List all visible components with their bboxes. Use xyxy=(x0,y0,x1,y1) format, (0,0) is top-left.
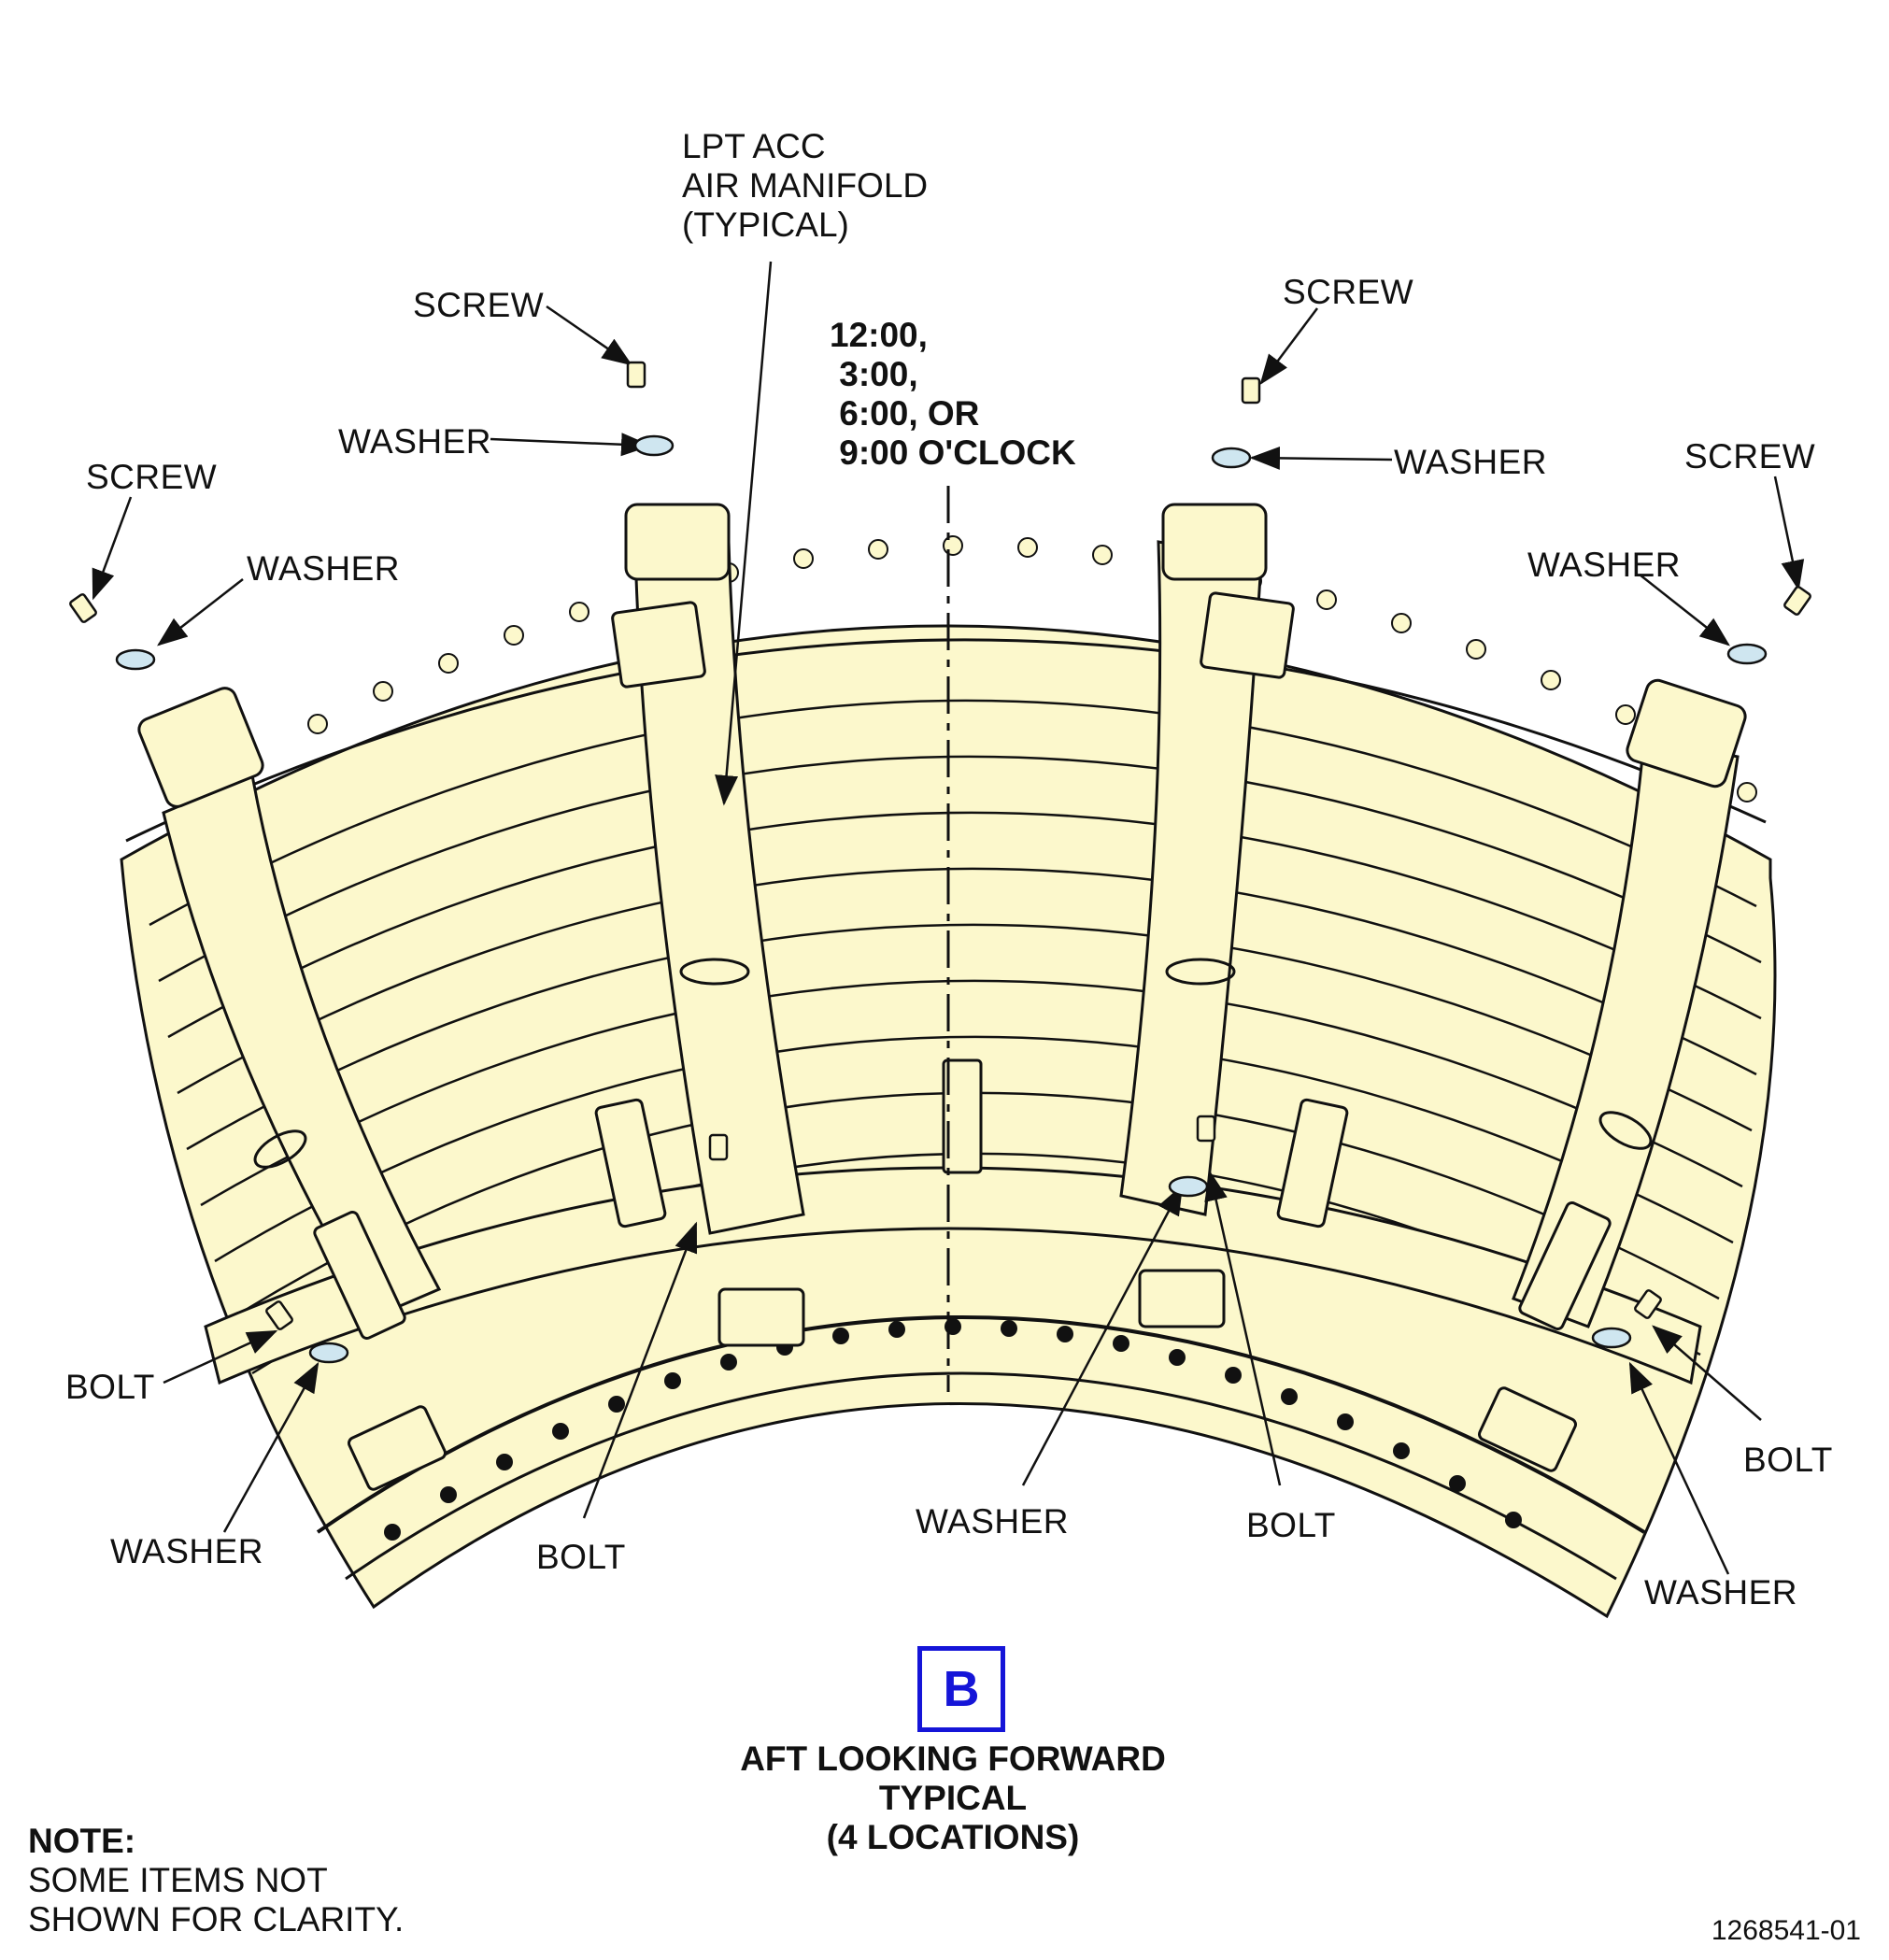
view-letter-badge: B xyxy=(917,1646,1005,1732)
note-body: SOME ITEMS NOT SHOWN FOR CLARITY. xyxy=(28,1861,405,1939)
manifold-tube-1 xyxy=(162,773,442,1319)
washer-label-3: WASHER xyxy=(1394,443,1548,481)
figure-id: 1268541-01 xyxy=(1711,1915,1861,1946)
manifold-tube-2 xyxy=(633,540,805,1235)
washer-label-7: WASHER xyxy=(1644,1573,1798,1612)
aft-flange xyxy=(316,1315,1646,1534)
top-flange xyxy=(125,638,1767,843)
screw-label-3: SCREW xyxy=(1283,273,1414,311)
orientation-label: 12:00, 3:00, 6:00, OR 9:00 O'CLOCK xyxy=(830,316,1076,472)
bolt-label-1: BOLT xyxy=(65,1368,155,1406)
washers xyxy=(115,434,1768,1364)
washer-label-4: WASHER xyxy=(1527,546,1682,584)
manifold-label: LPT ACC AIR MANIFOLD (TYPICAL) xyxy=(682,127,929,244)
tube-top-fittings xyxy=(137,503,1747,808)
lower-manifold-band xyxy=(204,1166,1702,1385)
leader-lines xyxy=(92,261,1805,1575)
aft-bolt-ring xyxy=(384,1318,1522,1541)
washer-label-1: WASHER xyxy=(338,422,492,461)
bolt-label-4: BOLT xyxy=(1743,1441,1833,1479)
brackets xyxy=(313,591,1612,1491)
screw-label-1: SCREW xyxy=(413,286,545,324)
manifold-tube-3 xyxy=(1119,540,1263,1216)
bolt-label-2: BOLT xyxy=(536,1538,626,1576)
view-caption: AFT LOOKING FORWARD TYPICAL (4 LOCATIONS… xyxy=(740,1740,1166,1856)
note-title: NOTE: xyxy=(28,1822,136,1860)
manifold-tube-4 xyxy=(1512,736,1740,1328)
washer-label-6: WASHER xyxy=(916,1502,1070,1541)
washer-label-5: WASHER xyxy=(110,1532,264,1570)
manifold-tubes xyxy=(162,540,1740,1328)
screw-label-4: SCREW xyxy=(1684,437,1816,476)
bolt-label-3: BOLT xyxy=(1246,1506,1336,1544)
screw-label-2: SCREW xyxy=(86,458,218,496)
washer-label-2: WASHER xyxy=(247,549,401,588)
fasteners xyxy=(69,361,1811,1330)
